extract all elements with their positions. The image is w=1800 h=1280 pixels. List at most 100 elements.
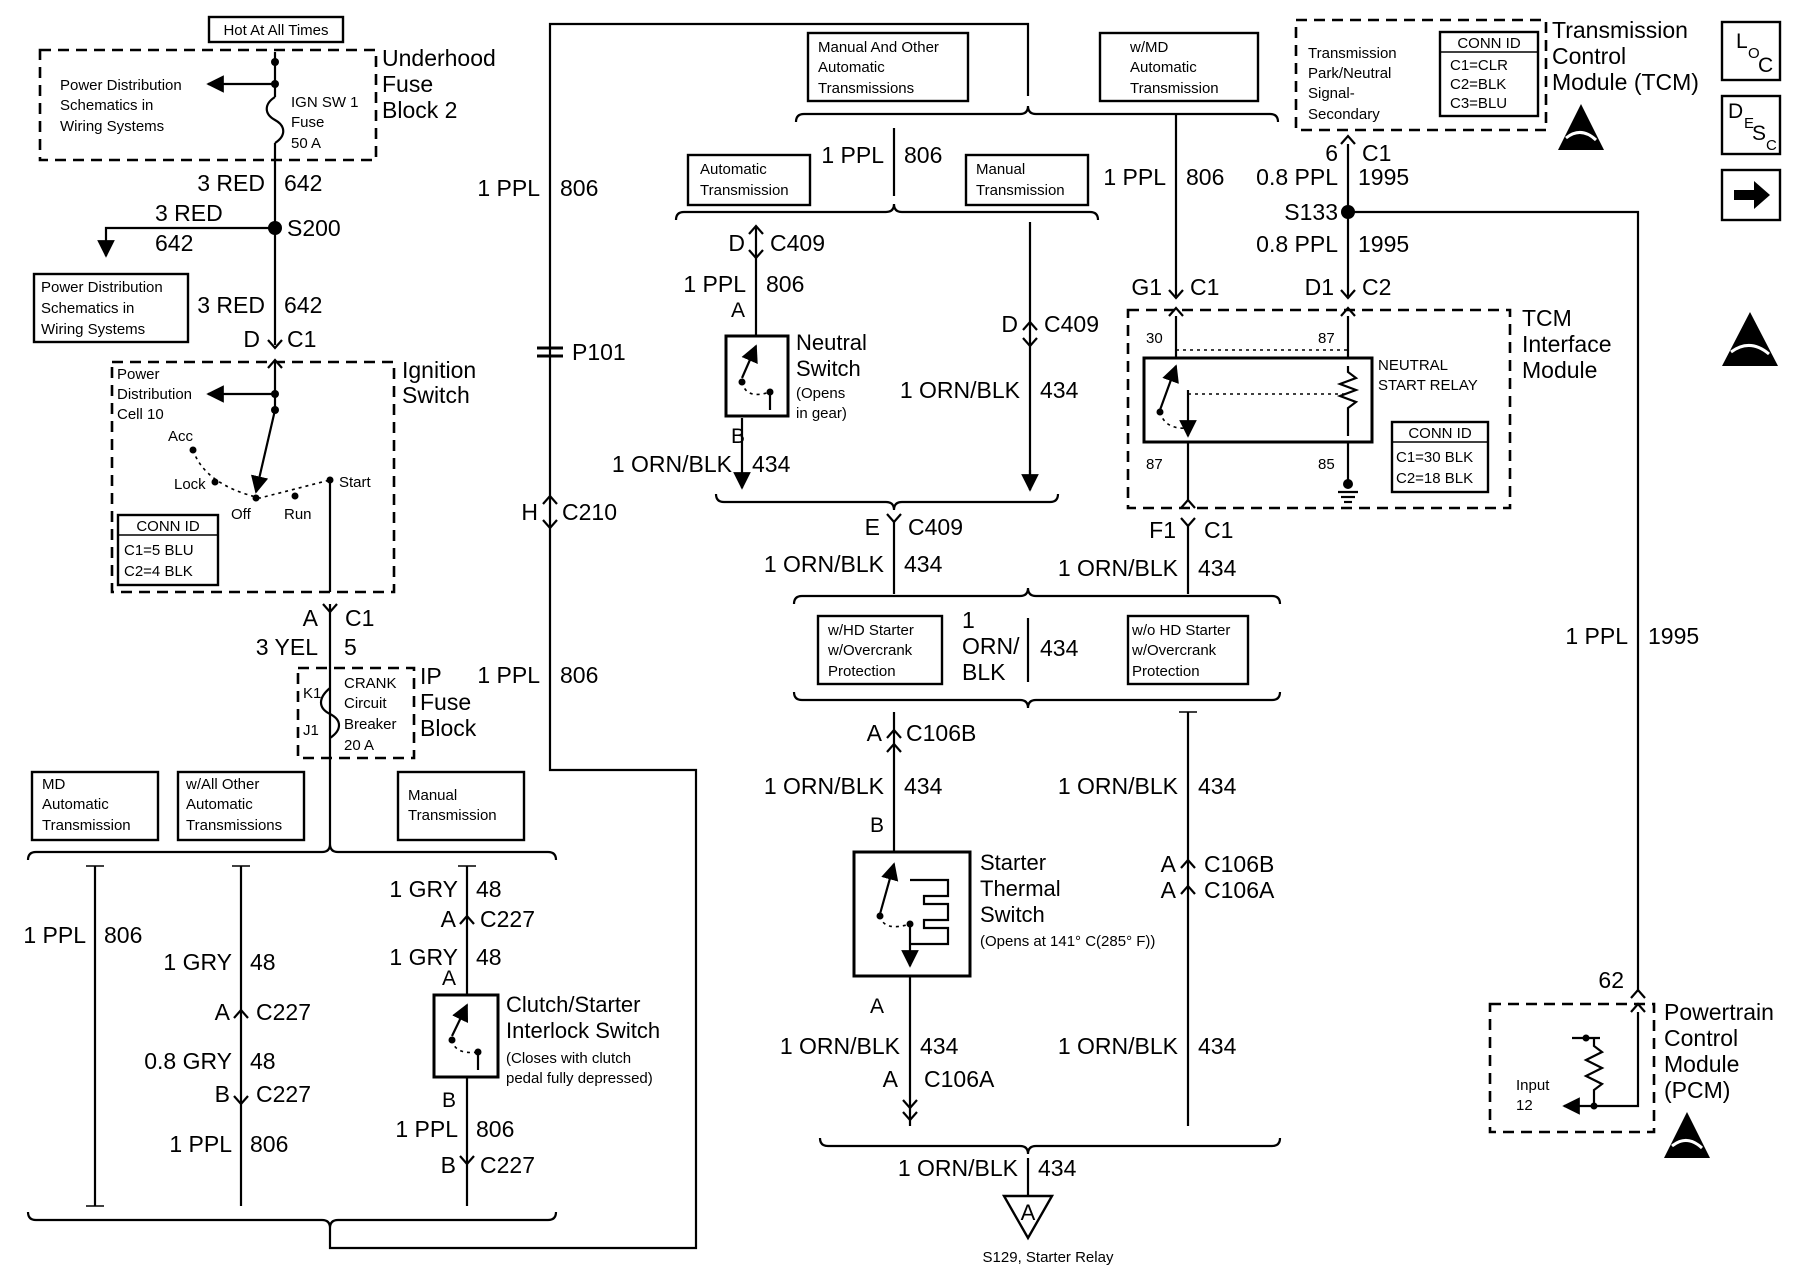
circuit-label-434-r2: 434: [1198, 1033, 1237, 1059]
ignition-conn-id: CONN ID C1=5 BLU C2=4 BLK: [116, 513, 220, 587]
circuit-label-806-b: 806: [904, 142, 942, 168]
svg-text:C3=BLU: C3=BLU: [1450, 95, 1507, 112]
connector-symbol: [1630, 988, 1646, 999]
starter-thermal-note: (Opens at 141° C(285° F)): [980, 933, 1155, 950]
connector-symbol: [1168, 306, 1184, 317]
connector-symbol: [902, 1099, 918, 1110]
option-brace-bottom: [26, 1211, 558, 1229]
tcm-pin-6: 6: [1325, 140, 1338, 166]
clutch-pin-a: A: [442, 967, 456, 990]
location-icon[interactable]: L O C: [1720, 20, 1782, 82]
splice-label-s200: S200: [287, 215, 341, 241]
wire-label-434-e: 1 ORN/BLK: [764, 551, 885, 577]
connector-symbol: [1340, 306, 1356, 317]
switch-label-start: Start: [339, 474, 372, 491]
connector-symbol: [233, 1008, 249, 1019]
starter-pin-b: B: [870, 814, 884, 837]
switch-blade: [251, 409, 277, 494]
switch-contact-off: [252, 494, 260, 502]
conn-pin-a-c227: A: [215, 999, 231, 1025]
svg-text:O: O: [1748, 45, 1760, 62]
wire-1995-to-pcm: [1348, 210, 1640, 992]
junction-dot: [1582, 1034, 1590, 1042]
switch-label-run: Run: [284, 506, 312, 523]
description-icon[interactable]: D E S C: [1720, 94, 1782, 156]
connector-symbol: [1180, 858, 1196, 869]
power-distribution-ref-1: Power Distribution Schematics in Wiring …: [60, 77, 186, 135]
switch-label-off: Off: [231, 506, 252, 523]
connector-symbol: [1180, 517, 1196, 528]
conn-c227-d: C227: [480, 1152, 535, 1178]
circuit-label-1995-a: 1995: [1358, 164, 1409, 190]
circuit-label-806: 806: [104, 922, 142, 948]
svg-text:CONN ID: CONN ID: [1457, 35, 1521, 52]
wire-label-434-106b: 1 ORN/BLK: [764, 773, 885, 799]
connector-symbol: [542, 519, 558, 530]
tcm-conn-id: CONN ID C1=CLR C2=BLK C3=BLU: [1438, 30, 1540, 118]
wire-label-3red-branch: 3 RED: [155, 200, 223, 226]
clutch-starter-interlock-switch: [432, 993, 500, 1079]
switch-label-lock: Lock: [174, 476, 206, 493]
svg-text:Hot At All Times: Hot At All Times: [223, 22, 328, 39]
connector-symbol: [1180, 884, 1196, 895]
junction-dot: [1590, 1102, 1598, 1110]
wire-label-434-out: 1 ORN/BLK: [898, 1155, 1019, 1181]
wire-label-434-right: 1 ORN/BLK: [1058, 773, 1179, 799]
wire-label-1ppl-b: 1 PPL: [821, 142, 884, 168]
circuit-label-48: 48: [250, 949, 276, 975]
tcm-pin-6-c1: C1: [1362, 140, 1391, 166]
wire-label-3yel: 3 YEL: [256, 634, 318, 660]
svg-text:C2=BLK: C2=BLK: [1450, 76, 1506, 93]
svg-text:C1=CLR: C1=CLR: [1450, 57, 1508, 74]
conn-c1: C1: [287, 326, 316, 352]
circuit-label-806-top: 806: [560, 175, 598, 201]
c210-pin-h: H: [521, 499, 538, 525]
wire-label-1ppl-mid: 1 PPL: [169, 1131, 232, 1157]
circuit-label-434-f1: 434: [1198, 555, 1237, 581]
circuit-label-48-b: 48: [250, 1048, 276, 1074]
esd-warning-icon: [1722, 312, 1778, 366]
conn-c1-out: C1: [345, 605, 374, 631]
c106b-label: C106B: [906, 720, 976, 746]
s129-starter-relay-label: S129, Starter Relay: [983, 1249, 1114, 1266]
wire-label-1ppl-cl: 1 PPL: [395, 1116, 458, 1142]
circuit-label-806-cl: 806: [476, 1116, 514, 1142]
conn-c227-a: C227: [256, 999, 311, 1025]
circuit-label-434-mid: 434: [1040, 635, 1079, 661]
pcm-pullup-resistor: [1583, 1038, 1605, 1106]
circuit-label-434-ns: 434: [752, 451, 791, 477]
option-brace-6: [818, 1137, 1282, 1155]
clutch-pin-b: B: [442, 1089, 456, 1112]
switch-travel-arc: [192, 449, 331, 499]
c409-pin-d2: D: [1001, 311, 1018, 337]
pcm-pin-62: 62: [1598, 967, 1624, 993]
conn-pin-a: A: [303, 605, 319, 631]
relay-conn-id: CONN ID C1=30 BLK C2=18 BLK: [1390, 420, 1490, 494]
circuit-label-806-ip: 806: [560, 662, 598, 688]
p101-label: P101: [572, 339, 626, 365]
circuit-label-1995-r: 1995: [1648, 623, 1699, 649]
circuit-label-642-c: 642: [284, 292, 322, 318]
ip-fuse-block-outline: [296, 666, 416, 760]
connector-symbol: [748, 224, 764, 235]
next-arrow-icon[interactable]: [1720, 168, 1782, 222]
ground-icon: [1338, 490, 1358, 504]
esd-warning-icon: [1664, 1112, 1710, 1158]
option-brace-2: [674, 203, 1100, 221]
circuit-label-48-c: 48: [476, 876, 502, 902]
